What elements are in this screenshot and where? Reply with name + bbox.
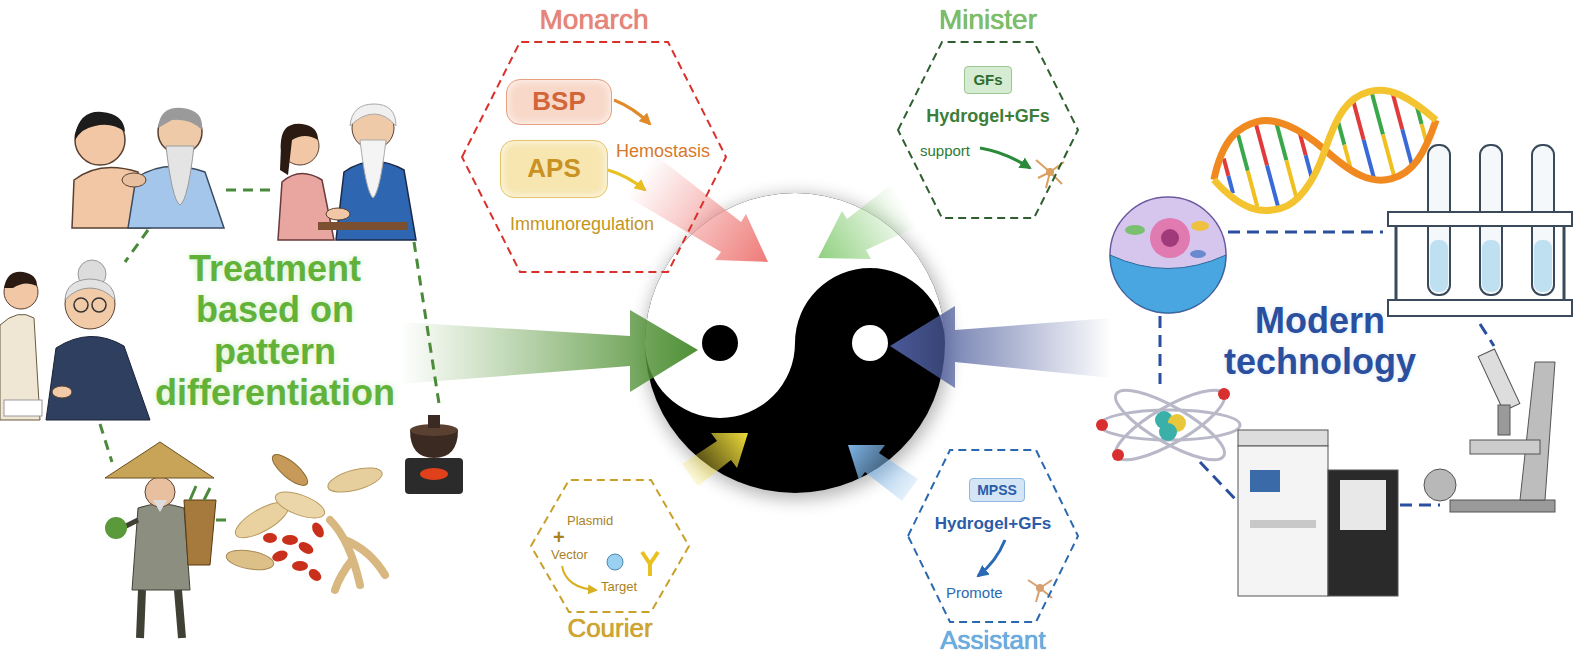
- item-label: Target: [601, 580, 661, 595]
- effect-label: Hemostasis: [616, 141, 720, 162]
- dashed-border: [908, 450, 1078, 622]
- concept-text: Modern technology: [1190, 300, 1450, 383]
- effect-label: Immunoregulation: [510, 214, 690, 235]
- dna-helix: [1202, 77, 1447, 223]
- material-label: Hydrogel+GFs: [918, 514, 1068, 534]
- compound-blob: BSP: [506, 79, 612, 125]
- massage-illustration: [72, 108, 224, 228]
- role-heading: Monarch: [462, 4, 726, 36]
- compound-name: BSP: [532, 87, 585, 117]
- factor-box: GFs: [964, 66, 1012, 94]
- converging-arrows: [400, 154, 1112, 501]
- pulse-illustration: [278, 104, 416, 240]
- dashed-border: [462, 42, 726, 272]
- decoction-pot: [405, 415, 463, 494]
- compound-blob: APS: [500, 140, 608, 198]
- assistant-hexagon: AssistantHydrogel+GFsPromoteMPSS: [908, 450, 1078, 622]
- item-label: Plasmid: [567, 514, 627, 529]
- item-label: Vector: [551, 548, 611, 563]
- concept-label: Treatment based on pattern differentiati…: [140, 248, 410, 438]
- action-label: support: [920, 142, 1000, 159]
- concept-label: Modern technology: [1190, 300, 1450, 390]
- compound-name: APS: [527, 154, 580, 184]
- drug-box: MPSS: [969, 478, 1025, 502]
- drug-name: MPSS: [977, 482, 1017, 498]
- herbs: [225, 450, 385, 590]
- role-heading: Assistant: [908, 626, 1078, 656]
- dashed-border: [531, 480, 689, 612]
- test-tube-rack: [1388, 145, 1572, 316]
- factor-name: GFs: [973, 71, 1002, 88]
- plus-sign: +: [553, 526, 573, 549]
- material-label: Hydrogel+GFs: [908, 106, 1068, 127]
- concept-text: Treatment based on pattern differentiati…: [140, 248, 410, 414]
- monarch-hexagon: MonarchHemostasisImmunoregulationBSPAPS: [462, 42, 726, 272]
- cell: [1110, 197, 1226, 313]
- dashed-border: [898, 42, 1078, 218]
- consultation-illustration: [0, 260, 150, 420]
- lab-instrument: [1238, 430, 1398, 596]
- microscope: [1424, 349, 1555, 512]
- atom: [1096, 378, 1240, 471]
- role-heading: Courier: [531, 614, 689, 644]
- action-label: Promote: [946, 584, 1026, 601]
- courier-hexagon: CourierPlasmid+VectorTarget: [531, 480, 689, 612]
- herb-gatherer: [105, 442, 216, 638]
- role-heading: Minister: [898, 4, 1078, 36]
- minister-hexagon: MinisterHydrogel+GFssupportGFs: [898, 42, 1078, 218]
